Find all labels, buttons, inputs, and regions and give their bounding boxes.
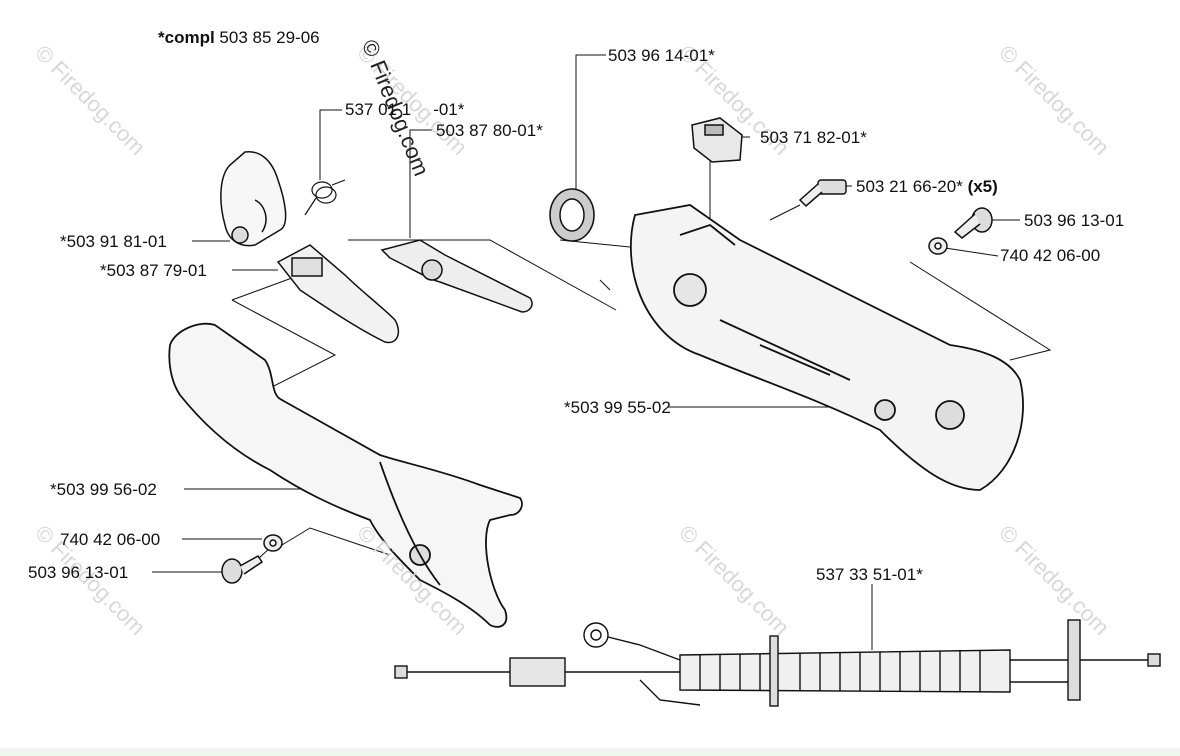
part-throttle-cable: [394, 619, 1161, 707]
part-washer-a: [928, 237, 948, 255]
part-screw-a: [798, 179, 847, 208]
label-537-01: 537 01 1 -01*: [345, 100, 464, 120]
label-537-33-51-01: 537 33 51-01*: [816, 565, 923, 584]
compl-number: 503 85 29-06: [219, 28, 320, 47]
part-screw-c: [221, 555, 264, 584]
label-503-99-56-02: *503 99 56-02: [50, 480, 157, 499]
part-screw-b: [953, 207, 993, 239]
leader-537-01: [319, 109, 342, 180]
label-503-96-13-01-a: 503 96 13-01: [1024, 211, 1125, 230]
label-503-21-66-20: 503 21 66-20* (x5): [856, 177, 998, 197]
label-503-87-80-01: 503 87 80-01*: [436, 121, 543, 140]
part-lever-housing: [220, 151, 287, 247]
compl-label: *compl 503 85 29-06: [158, 28, 320, 48]
label-503-99-55-02: *503 99 55-02: [564, 398, 671, 417]
part-stop-switch: [691, 117, 743, 163]
footer-bar: [0, 748, 1180, 756]
leader-503-96-14-01: [575, 54, 606, 190]
leader-503-87-80-01: [409, 129, 432, 238]
label-503-71-82-01: 503 71 82-01*: [760, 128, 867, 147]
label-537-01-a: 537 01 1: [345, 100, 412, 119]
part-handle-right-half: [629, 204, 1024, 491]
label-740-42-06-00-b: 740 42 06-00: [60, 530, 161, 549]
part-throttle-trigger: [276, 244, 400, 344]
part-throttle-lockout: [380, 239, 533, 313]
label-740-42-06-00-a: 740 42 06-00: [1000, 246, 1101, 265]
label-537-01-b: -01*: [433, 100, 465, 119]
part-washer-b: [263, 534, 283, 552]
label-503-91-81-01: *503 91 81-01: [60, 232, 167, 251]
part-handle-left-half: [168, 322, 523, 628]
leader-740-42-06-00-a: [944, 247, 999, 257]
label-503-96-13-01-b: 503 96 13-01: [28, 563, 129, 582]
compl-prefix: *compl: [158, 28, 215, 47]
label-503-96-14-01: 503 96 14-01*: [608, 46, 715, 65]
label-503-21-66-20-num: 503 21 66-20*: [856, 177, 963, 196]
label-503-87-79-01: *503 87 79-01: [100, 261, 207, 280]
part-spring: [304, 179, 346, 216]
label-503-21-66-20-qty: (x5): [967, 177, 998, 196]
part-rubber-ring: [549, 188, 595, 242]
